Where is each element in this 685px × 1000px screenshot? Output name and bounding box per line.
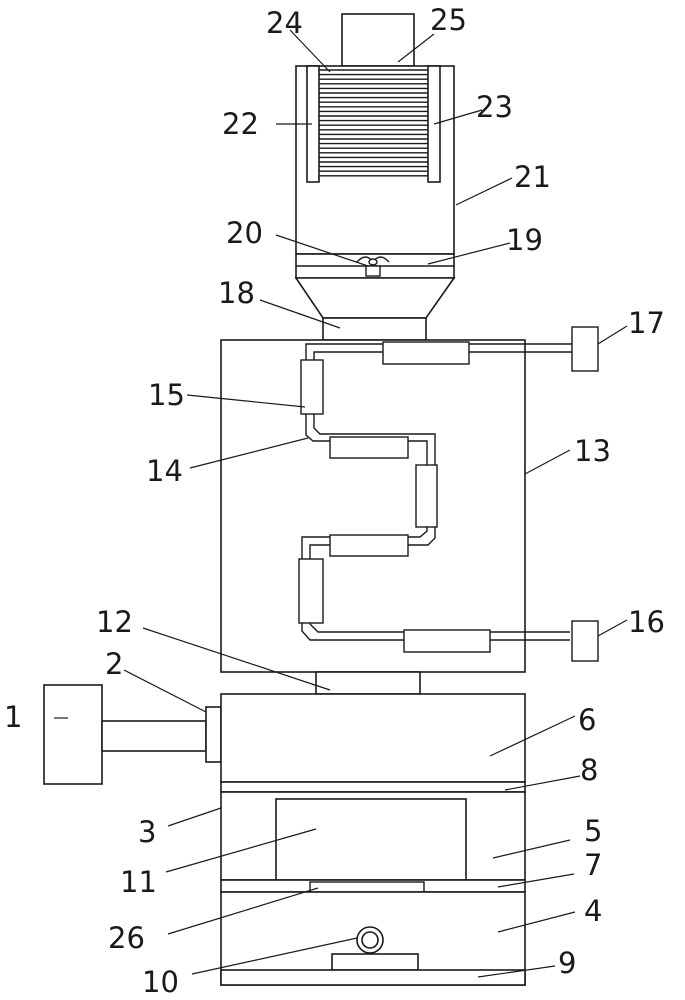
- label-13: 13: [574, 434, 611, 468]
- label-4: 4: [584, 894, 602, 928]
- motor: [43, 684, 103, 785]
- label-25: 25: [430, 3, 467, 37]
- label-9: 9: [558, 946, 576, 980]
- pipe-segment: [403, 629, 491, 653]
- roller-inner: [361, 931, 379, 949]
- label-6: 6: [578, 703, 596, 737]
- label-3: 3: [138, 815, 156, 849]
- inlet-block-16: [571, 620, 599, 662]
- label-12: 12: [96, 605, 133, 639]
- pipe-segment: [329, 534, 409, 557]
- label-15: 15: [148, 378, 185, 412]
- label-16: 16: [628, 605, 665, 639]
- label-17: 17: [628, 306, 665, 340]
- label-22: 22: [222, 107, 259, 141]
- inner-box: [275, 798, 467, 881]
- label-19: 19: [506, 223, 543, 257]
- pipe-segment: [300, 359, 324, 415]
- pipe-segment: [415, 464, 438, 528]
- label-10: 10: [142, 965, 179, 999]
- label-18: 18: [218, 276, 255, 310]
- drive-box: [220, 693, 526, 783]
- label-1: 1: [4, 700, 22, 734]
- label-11: 11: [120, 865, 157, 899]
- label-2: 2: [105, 647, 123, 681]
- filter-screen: [319, 69, 428, 177]
- base-block: [331, 953, 419, 971]
- main-chamber: [220, 339, 526, 673]
- label-14: 14: [146, 454, 183, 488]
- funnel: [294, 277, 456, 319]
- label-7: 7: [584, 848, 602, 882]
- plate-8: [220, 781, 526, 793]
- outlet-block-17: [571, 326, 599, 372]
- connector-neck: [315, 671, 421, 695]
- label-21: 21: [514, 160, 551, 194]
- funnel-neck: [322, 317, 427, 341]
- pipe-segment: [298, 558, 324, 624]
- shaft: [101, 720, 207, 752]
- coupling: [205, 706, 222, 763]
- leader-lines: [54, 29, 628, 978]
- label-26: 26: [108, 921, 145, 955]
- top-cap: [341, 13, 415, 67]
- pipe-segment: [329, 436, 409, 459]
- label-8: 8: [580, 753, 598, 787]
- fan-icon: [356, 256, 390, 277]
- label-23: 23: [476, 90, 513, 124]
- plate-gap-26: [309, 881, 425, 893]
- base-plate-9: [220, 969, 526, 986]
- label-5: 5: [584, 814, 602, 848]
- label-20: 20: [226, 216, 263, 250]
- pipe-segment: [382, 341, 470, 365]
- label-24: 24: [266, 6, 303, 40]
